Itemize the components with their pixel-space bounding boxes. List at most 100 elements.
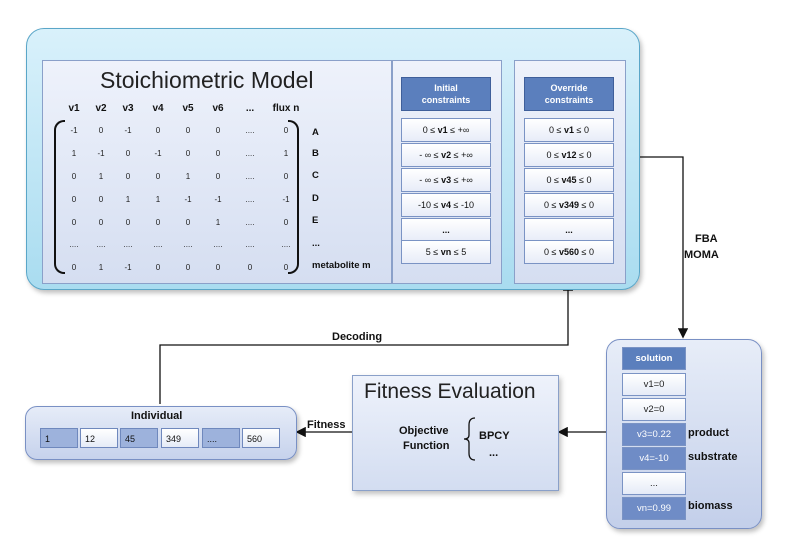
constraint-upper: ≤ 0	[576, 175, 592, 185]
fba-moma-arrow	[638, 156, 689, 339]
matrix-cell: 0	[155, 172, 161, 181]
matrix-cell: 0	[98, 218, 104, 227]
matrix-cell: 1	[185, 172, 191, 181]
matrix-cell: -1	[214, 195, 222, 204]
constraint-lower: 0 ≤	[544, 200, 559, 210]
constraint-upper: ≤ -10	[451, 200, 474, 210]
matrix-cell: ....	[245, 240, 255, 249]
matrix-row-label: B	[312, 148, 319, 159]
initial-header-line2: constraints	[421, 95, 471, 105]
matrix-cell: ....	[69, 240, 79, 249]
constraint-lower: 0 ≤	[546, 175, 562, 185]
initial-constraints-header: Initial constraints	[401, 77, 491, 111]
gene-cell: 12	[80, 428, 118, 448]
solution-row: v2=0	[622, 398, 686, 421]
matrix-col-header: flux n	[272, 103, 300, 114]
solution-row: vn=0.99	[622, 497, 686, 520]
matrix-cell: ....	[183, 240, 193, 249]
objective-label-line1: Objective	[399, 425, 449, 437]
initial-constraint-row: ...	[401, 218, 491, 242]
matrix-cell: 0	[215, 263, 221, 272]
solution-header: solution	[622, 347, 686, 370]
override-header-line1: Override	[550, 83, 588, 93]
matrix-cell: 0	[155, 126, 161, 135]
constraint-upper: ≤ +∞	[451, 175, 473, 185]
constraint-variable: v3	[441, 175, 452, 185]
matrix-col-header: v6	[212, 103, 224, 114]
matrix-cell: 0	[185, 218, 191, 227]
matrix-cell: 1	[98, 263, 104, 272]
matrix-cell: -1	[70, 126, 78, 135]
gene-cell: 560	[242, 428, 280, 448]
matrix-cell: ....	[123, 240, 133, 249]
matrix-col-header: ...	[245, 103, 255, 114]
constraint-variable: v12	[561, 150, 577, 160]
matrix-cell: 0	[283, 218, 289, 227]
constraint-lower: 0 ≤	[422, 125, 438, 135]
individual-title: Individual	[131, 410, 183, 422]
matrix-left-bracket	[54, 120, 65, 274]
constraint-variable: ...	[565, 225, 573, 235]
matrix-col-header: v2	[95, 103, 107, 114]
constraint-variable: v1	[563, 125, 574, 135]
matrix-cell: 0	[283, 172, 289, 181]
product-label: product	[688, 427, 729, 439]
substrate-label: substrate	[688, 451, 738, 463]
constraint-lower: 5 ≤	[425, 247, 441, 257]
constraint-upper: ≤ 0	[579, 247, 594, 257]
stoichiometric-model-title: Stoichiometric Model	[100, 67, 314, 93]
matrix-cell: 0	[98, 195, 104, 204]
matrix-cell: 1	[98, 172, 104, 181]
matrix-col-header: v5	[182, 103, 194, 114]
matrix-cell: 0	[185, 126, 191, 135]
override-constraint-row: 0 ≤ v560 ≤ 0	[524, 240, 614, 264]
matrix-cell: 0	[71, 218, 77, 227]
constraint-lower: - ∞ ≤	[419, 150, 442, 160]
matrix-cell: 0	[125, 172, 131, 181]
constraint-lower: 0 ≤	[549, 125, 564, 135]
matrix-cell: ....	[245, 218, 255, 227]
solution-row: ...	[622, 472, 686, 495]
objective-option-bpcy: BPCY	[479, 430, 510, 442]
matrix-row-label: C	[312, 170, 319, 181]
matrix-cell: -1	[184, 195, 192, 204]
initial-constraint-row: - ∞ ≤ v2 ≤ +∞	[401, 143, 491, 167]
constraint-variable: v2	[441, 150, 452, 160]
matrix-col-header: v3	[122, 103, 134, 114]
matrix-cell: -1	[154, 149, 162, 158]
override-constraint-row: 0 ≤ v1 ≤ 0	[524, 118, 614, 142]
matrix-cell: ....	[213, 240, 223, 249]
constraint-variable: v1	[437, 125, 448, 135]
initial-constraint-row: - ∞ ≤ v3 ≤ +∞	[401, 168, 491, 192]
constraint-upper: ≤ 0	[579, 200, 594, 210]
override-constraint-row: 0 ≤ v349 ≤ 0	[524, 193, 614, 217]
matrix-col-header: v1	[68, 103, 80, 114]
matrix-col-header: v4	[152, 103, 164, 114]
matrix-row-label: D	[312, 193, 319, 204]
matrix-cell: 0	[98, 126, 104, 135]
initial-constraint-row: 0 ≤ v1 ≤ +∞	[401, 118, 491, 142]
matrix-cell: 0	[185, 149, 191, 158]
matrix-cell: ....	[245, 149, 255, 158]
constraint-upper: ≤ 0	[576, 150, 592, 160]
matrix-row-label: E	[312, 215, 319, 226]
matrix-cell: -1	[124, 126, 132, 135]
matrix-row-label: metabolite m	[312, 260, 371, 271]
matrix-cell: 0	[283, 263, 289, 272]
matrix-row-label: A	[312, 127, 319, 138]
constraint-variable: vn	[440, 247, 452, 257]
override-constraints-header: Override constraints	[524, 77, 614, 111]
gene-cell: ....	[202, 428, 240, 448]
constraint-variable: v560	[558, 247, 580, 257]
objective-label-line2: Function	[403, 440, 450, 452]
matrix-cell: ....	[153, 240, 163, 249]
constraint-variable: ...	[442, 225, 450, 235]
matrix-cell: 0	[283, 126, 289, 135]
gene-cell: 1	[40, 428, 78, 448]
decoding-arrow	[159, 280, 574, 404]
biomass-label: biomass	[688, 500, 733, 512]
moma-label: MOMA	[684, 249, 719, 261]
constraint-upper: ≤ +∞	[447, 125, 470, 135]
matrix-cell: 0	[71, 195, 77, 204]
